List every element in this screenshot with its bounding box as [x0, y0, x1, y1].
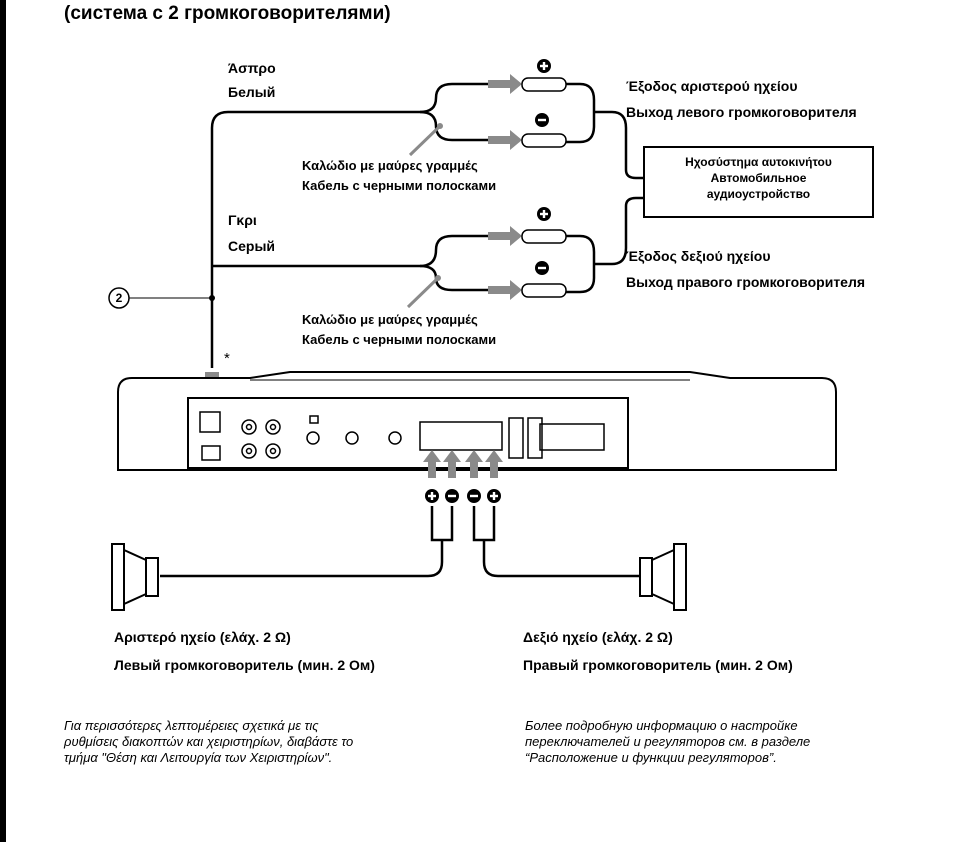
right-speaker-wire	[472, 506, 496, 542]
speaker-arrows	[423, 450, 503, 478]
striped-pointer-1	[408, 124, 442, 157]
amplifier	[117, 371, 837, 471]
terminal-polarity	[425, 489, 501, 503]
left-speaker-wire	[430, 506, 454, 542]
right-output-label-ru: Выход правого громкоговорителя	[626, 274, 866, 290]
gray-wire-label-ru: Серый	[228, 238, 276, 254]
right-speaker-label-gr: Δεξιό ηχείο (ελάχ. 2 Ω)	[523, 629, 673, 645]
left-output-label-gr: Έξοδος αριστερού ηχείου	[626, 78, 798, 94]
left-output-wire	[566, 82, 596, 144]
right-speaker-label-ru: Правый громкоговоритель (мин. 2 Ом)	[523, 657, 793, 673]
car-unit-line-2: Автомобильное	[710, 171, 807, 185]
left-speaker-label-gr: Αριστερό ηχείο (ελάχ. 2 Ω)	[114, 629, 291, 645]
right-output-label-gr: Έξοδος δεξιού ηχείου	[626, 248, 771, 264]
striped-cable-label-ru-2: Кабель с черными полосками	[302, 332, 497, 347]
car-unit-line-1: Ηχοσύστημα αυτοκινήτου	[685, 155, 832, 169]
striped-cable-label-gr: Καλώδιο με μαύρες γραμμές	[302, 158, 478, 173]
callout-number: 2	[115, 291, 123, 305]
white-wire	[210, 82, 490, 368]
right-output-wire	[566, 234, 596, 294]
striped-cable-label-gr-2: Καλώδιο με μαύρες γραμμές	[302, 312, 478, 327]
input-arrows	[488, 74, 522, 300]
white-wire-label-ru: Белый	[228, 84, 276, 100]
car-unit-line-3: аудиоустройство	[706, 187, 811, 201]
white-wire-label-gr: Άσπρο	[228, 60, 276, 76]
right-speaker	[639, 543, 687, 611]
left-output-label-ru: Выход левого громкоговорителя	[626, 104, 857, 120]
rca-connectors	[521, 77, 567, 298]
striped-cable-label-ru: Кабель с черными полосками	[302, 178, 497, 193]
left-speaker	[111, 543, 159, 611]
note-greek: Για περισσότερες λεπτομέρειες σχετικά με…	[64, 718, 354, 765]
white-wire-branch	[419, 110, 490, 142]
car-audio-unit: Ηχοσύστημα αυτοκινήτου Автомобильное ауд…	[643, 146, 874, 218]
page-title: (система с 2 громкоговорителями)	[64, 3, 391, 24]
note-russian: Более подробную информацию о настройке п…	[525, 718, 811, 765]
page-edge-bar	[0, 0, 6, 842]
gray-wire-label-gr: Γκρι	[228, 212, 257, 228]
striped-pointer-2	[406, 276, 440, 309]
amp-controls	[199, 411, 605, 461]
left-speaker-label-ru: Левый громкоговоритель (мин. 2 Ом)	[114, 657, 375, 673]
asterisk-mark: *	[224, 350, 230, 367]
polarity-symbols	[535, 59, 551, 275]
